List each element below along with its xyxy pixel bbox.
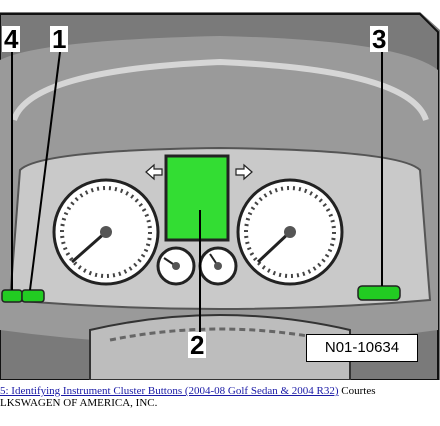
caption-link[interactable]: 5: Identifying Instrument Cluster Button… bbox=[0, 385, 339, 397]
leader-line-1 bbox=[29, 51, 61, 291]
callout-4: 4 bbox=[2, 24, 21, 54]
button-1-clock-set[interactable] bbox=[21, 289, 45, 303]
button-4-trip-reset[interactable] bbox=[1, 289, 23, 303]
temperature-gauge bbox=[198, 246, 238, 286]
fuel-gauge bbox=[156, 246, 196, 286]
tachometer bbox=[52, 178, 160, 286]
button-3-menu[interactable] bbox=[357, 285, 401, 301]
steering-column bbox=[89, 314, 351, 380]
arrow-right-icon bbox=[235, 163, 253, 181]
caption-trailing: Courtes bbox=[338, 385, 376, 397]
speedometer bbox=[236, 178, 344, 286]
figure-caption: 5: Identifying Instrument Cluster Button… bbox=[0, 385, 440, 409]
center-display bbox=[164, 154, 230, 242]
arrow-left-icon bbox=[145, 163, 163, 181]
instrument-cluster-diagram bbox=[0, 12, 440, 380]
caption-line2: LKSWAGEN OF AMERICA, INC. bbox=[0, 397, 158, 409]
callout-3: 3 bbox=[370, 24, 389, 54]
callout-2: 2 bbox=[188, 330, 207, 360]
callout-1: 1 bbox=[50, 24, 69, 54]
reference-number: N01-10634 bbox=[306, 334, 418, 362]
